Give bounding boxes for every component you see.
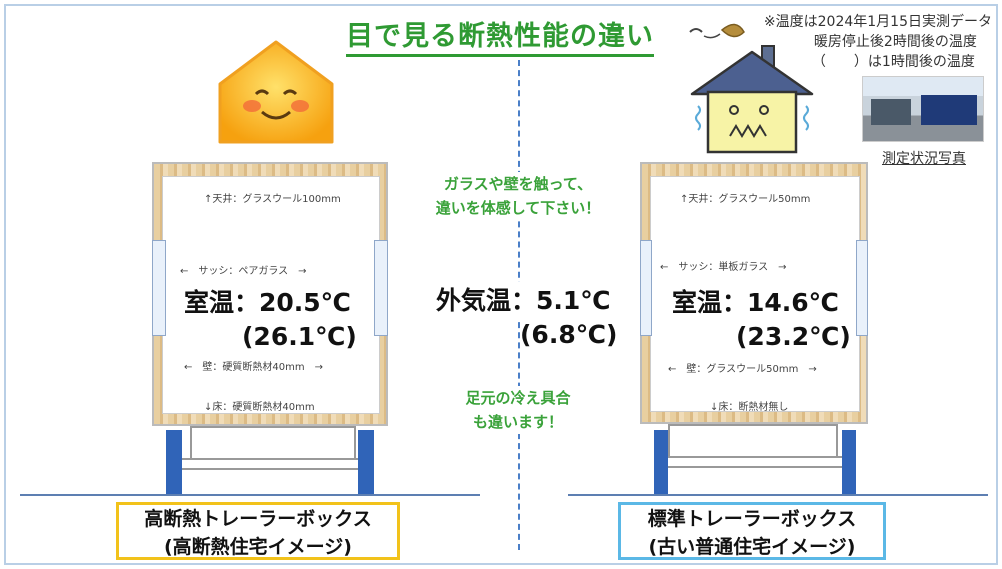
- measurement-photo: [862, 76, 984, 142]
- feet-line-2: も違います！: [472, 413, 563, 431]
- left-sash-spec: ← サッシ：ペアガラス →: [180, 266, 307, 277]
- note-line-2: 暖房停止後2時間後の温度: [813, 34, 977, 50]
- touch-message: ガラスや壁を触って、 違いを体感して下さい！: [400, 172, 636, 220]
- left-stand: [190, 426, 356, 460]
- diagram-frame: [4, 4, 998, 565]
- left-trailer-box: [152, 162, 388, 426]
- right-floor-spec: ↓床：断熱材無し: [710, 402, 789, 413]
- ground-line-left: [20, 494, 480, 496]
- right-window-left: [640, 240, 652, 336]
- ground-line-right: [568, 494, 988, 496]
- photo-trailer-right: [921, 95, 977, 125]
- right-leg-1: [654, 430, 668, 494]
- right-leg-2: [842, 430, 856, 494]
- outside-temp: 外気温：5.1℃: [432, 282, 615, 320]
- right-room-temp: 室温：14.6℃: [672, 288, 839, 317]
- left-window-left: [152, 240, 166, 336]
- right-label-line-1: 標準トレーラーボックス: [647, 508, 857, 530]
- left-room-temp: 室温：20.5℃: [184, 288, 351, 317]
- measurement-note: ※温度は2024年1月15日実測データ 暖房停止後2時間後の温度 （ ）は1時間…: [764, 12, 992, 72]
- right-label-line-2: (古い普通住宅イメージ): [648, 536, 856, 558]
- feet-message: 足元の冷え具合 も違います！: [436, 386, 600, 434]
- left-leg-1: [166, 430, 182, 494]
- photo-caption: 測定状況写真: [882, 151, 966, 167]
- left-room-temp-sub: (26.1℃): [242, 322, 357, 351]
- photo-trailer-left: [871, 99, 911, 125]
- left-label-box: 高断熱トレーラーボックス (高断熱住宅イメージ): [116, 502, 400, 560]
- right-window-right: [856, 240, 868, 336]
- right-room-temp-sub: (23.2℃): [736, 322, 851, 351]
- left-window-right: [374, 240, 388, 336]
- right-label-box: 標準トレーラーボックス (古い普通住宅イメージ): [618, 502, 886, 560]
- left-floor-spec: ↓床：硬質断熱材40mm: [204, 402, 315, 413]
- touch-line-2: 違いを体感して下さい！: [435, 199, 601, 217]
- page-title: 目で見る断熱性能の違い: [346, 20, 654, 57]
- left-label-line-1: 高断熱トレーラーボックス: [144, 508, 372, 530]
- feet-line-1: 足元の冷え具合: [465, 389, 571, 407]
- left-stand-base: [180, 458, 360, 470]
- note-line-3: （ ）は1時間後の温度: [811, 54, 975, 70]
- sad-house-icon: [689, 23, 814, 154]
- left-wall-spec: ← 壁：硬質断熱材40mm →: [184, 362, 323, 373]
- right-sash-spec: ← サッシ：単板ガラス →: [660, 262, 787, 273]
- left-ceiling-spec: ↑天井：グラスウール100mm: [204, 194, 341, 205]
- left-label-line-2: (高断熱住宅イメージ): [164, 536, 352, 558]
- happy-house-icon: [218, 40, 334, 144]
- right-stand-base: [660, 456, 846, 468]
- right-ceiling-spec: ↑天井：グラスウール50mm: [680, 194, 811, 205]
- leaf-icon: [720, 23, 745, 38]
- left-box-interior: [162, 176, 380, 414]
- left-leg-2: [358, 430, 374, 494]
- right-stand: [668, 424, 838, 458]
- right-wall-spec: ← 壁：グラスウール50mm →: [668, 364, 817, 375]
- note-line-1: ※温度は2024年1月15日実測データ: [763, 14, 992, 30]
- outside-temp-sub: (6.8℃): [520, 316, 618, 354]
- touch-line-1: ガラスや壁を触って、: [443, 175, 593, 193]
